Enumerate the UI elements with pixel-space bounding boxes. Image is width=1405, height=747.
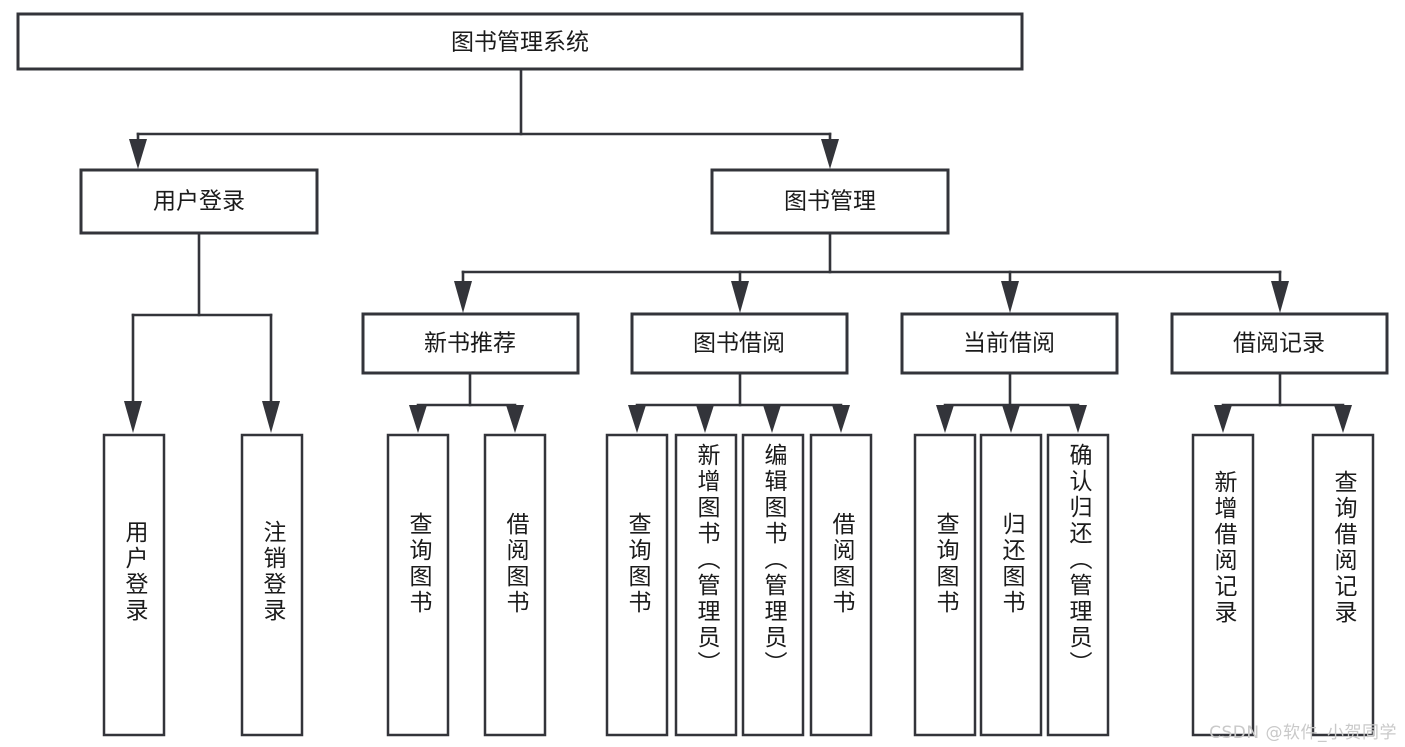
node-book-manage[interactable]: 图书管理 bbox=[710, 168, 950, 235]
leaf-query-book-2-box[interactable] bbox=[605, 433, 669, 737]
arrow-head-leaf-confirm-return bbox=[1069, 405, 1087, 433]
arrow-head-leaf-borrow-book-1 bbox=[506, 405, 524, 433]
arrow-head-leaf-query-record bbox=[1334, 405, 1352, 433]
arrow-head-leaf-user-login bbox=[124, 401, 142, 433]
node-user-login-label: 用户登录 bbox=[153, 189, 245, 215]
node-new-book-recommend-box[interactable] bbox=[361, 312, 580, 375]
leaf-return-book-box[interactable] bbox=[979, 433, 1043, 737]
node-borrow-record-box[interactable] bbox=[1170, 312, 1389, 375]
node-current-borrow-label: 当前借阅 bbox=[963, 331, 1055, 357]
leaf-add-book-box[interactable] bbox=[674, 433, 738, 737]
leaf-logout-box[interactable] bbox=[240, 433, 304, 737]
arrow-head-leaf-query-book-1 bbox=[409, 405, 427, 433]
node-book-borrow-box[interactable] bbox=[630, 312, 849, 375]
node-book-borrow-label: 图书借阅 bbox=[693, 331, 785, 357]
leaf-box-group bbox=[102, 433, 1375, 737]
node-user-login-box[interactable] bbox=[79, 168, 319, 235]
leaf-query-book-1-box[interactable] bbox=[386, 433, 450, 737]
leaf-query-book-3-box[interactable] bbox=[913, 433, 977, 737]
arrow-head-leaf-edit-book bbox=[763, 405, 781, 433]
arrow-head-current-borrow bbox=[1001, 281, 1019, 313]
node-root[interactable]: 图书管理系统 bbox=[16, 12, 1024, 71]
node-book-borrow[interactable]: 图书借阅 bbox=[630, 312, 849, 375]
node-new-book-recommend-label: 新书推荐 bbox=[424, 331, 516, 357]
csdn-watermark: CSDN @软件_小贺同学 bbox=[1209, 723, 1397, 743]
node-book-manage-label: 图书管理 bbox=[784, 189, 876, 215]
arrow-head-leaf-add-record bbox=[1214, 405, 1232, 433]
leaf-edit-book-box[interactable] bbox=[741, 433, 805, 737]
arrow-head-leaf-return-book bbox=[1002, 405, 1020, 433]
node-borrow-record-label: 借阅记录 bbox=[1233, 331, 1325, 357]
leaf-add-record-box[interactable] bbox=[1191, 433, 1255, 737]
arrow-head-new-book-recommend bbox=[454, 281, 472, 313]
node-root-label: 图书管理系统 bbox=[451, 30, 589, 56]
arrow-head-leaf-query-book-2 bbox=[628, 405, 646, 433]
node-book-manage-box[interactable] bbox=[710, 168, 950, 235]
node-user-login[interactable]: 用户登录 bbox=[79, 168, 319, 235]
leaf-user-login-box[interactable] bbox=[102, 433, 166, 737]
arrow-head-leaf-add-book bbox=[696, 405, 714, 433]
arrow-head-borrow-record bbox=[1271, 281, 1289, 313]
node-current-borrow[interactable]: 当前借阅 bbox=[900, 312, 1119, 375]
leaf-borrow-book-2-box[interactable] bbox=[809, 433, 873, 737]
node-root-box[interactable] bbox=[16, 12, 1024, 71]
arrow-head-leaf-borrow-book-2 bbox=[832, 405, 850, 433]
leaf-query-record-box[interactable] bbox=[1311, 433, 1375, 737]
node-new-book-recommend[interactable]: 新书推荐 bbox=[361, 312, 580, 375]
arrow-head-leaf-logout bbox=[262, 401, 280, 433]
arrow-head-book-borrow bbox=[731, 281, 749, 313]
connector-group bbox=[124, 67, 1352, 433]
arrow-head-book-manage bbox=[821, 139, 839, 169]
arrow-head-user-login bbox=[129, 139, 147, 169]
node-current-borrow-box[interactable] bbox=[900, 312, 1119, 375]
leaf-confirm-return-box[interactable] bbox=[1046, 433, 1110, 737]
arrow-head-leaf-query-book-3 bbox=[936, 405, 954, 433]
leaf-borrow-book-1-box[interactable] bbox=[483, 433, 547, 737]
node-borrow-record[interactable]: 借阅记录 bbox=[1170, 312, 1389, 375]
